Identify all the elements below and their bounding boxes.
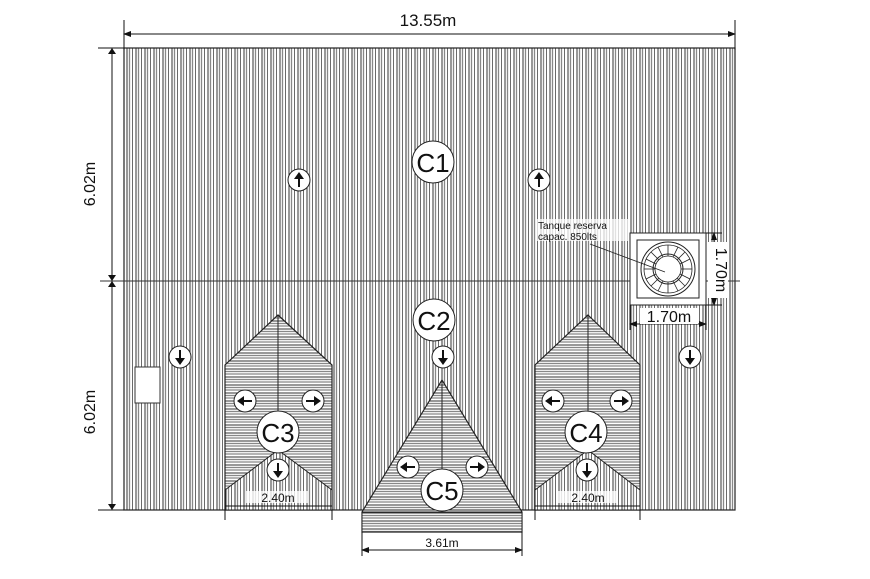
- slope-arrow-down-icon: [575, 458, 599, 482]
- overall-width-dimension: 13.55m: [123, 11, 736, 50]
- slope-arrow-up-icon: [527, 168, 551, 192]
- water-tank: Tanque reserva capac. 850lts 1.70m 1.70m: [537, 219, 729, 330]
- tank-note-line2: capac. 850lts: [538, 232, 597, 243]
- upper-height-label: 6.02m: [82, 162, 99, 206]
- slope-arrow-left-icon: [541, 389, 565, 413]
- slope-arrow-down-icon: [431, 345, 455, 369]
- slope-arrow-right-icon: [465, 455, 489, 479]
- slope-arrow-left-icon: [396, 455, 420, 479]
- svg-text:C1: C1: [416, 148, 449, 178]
- section-label-c5: C5: [420, 468, 464, 512]
- svg-text:C4: C4: [569, 418, 602, 448]
- tank-height-label: 1.70m: [712, 248, 729, 292]
- slope-arrow-down-icon: [678, 345, 702, 369]
- left-height-dimensions: 6.02m 6.02m: [82, 47, 124, 511]
- roof-hatch: [134, 366, 161, 404]
- section-label-c4: C4: [564, 410, 608, 454]
- tank-note-line1: Tanque reserva: [538, 221, 607, 232]
- gable-c3-width-label: 2.40m: [261, 491, 294, 505]
- slope-arrow-right-icon: [301, 389, 325, 413]
- tank-width-label: 1.70m: [647, 309, 691, 326]
- svg-text:C2: C2: [417, 306, 450, 336]
- overall-width-label: 13.55m: [400, 11, 457, 30]
- section-label-c3: C3: [256, 410, 300, 454]
- section-label-c1: C1: [411, 140, 455, 184]
- slope-arrow-left-icon: [233, 389, 257, 413]
- slope-arrow-up-icon: [287, 168, 311, 192]
- section-label-c2: C2: [412, 298, 456, 342]
- lower-height-label: 6.02m: [82, 390, 99, 434]
- slope-arrow-right-icon: [609, 389, 633, 413]
- gable-c5-width-label: 3.61m: [425, 536, 458, 550]
- slope-arrow-down-icon: [266, 458, 290, 482]
- gable-c4-width-label: 2.40m: [571, 491, 604, 505]
- svg-text:C5: C5: [425, 476, 458, 506]
- slope-arrow-down-icon: [168, 345, 192, 369]
- svg-text:C3: C3: [261, 418, 294, 448]
